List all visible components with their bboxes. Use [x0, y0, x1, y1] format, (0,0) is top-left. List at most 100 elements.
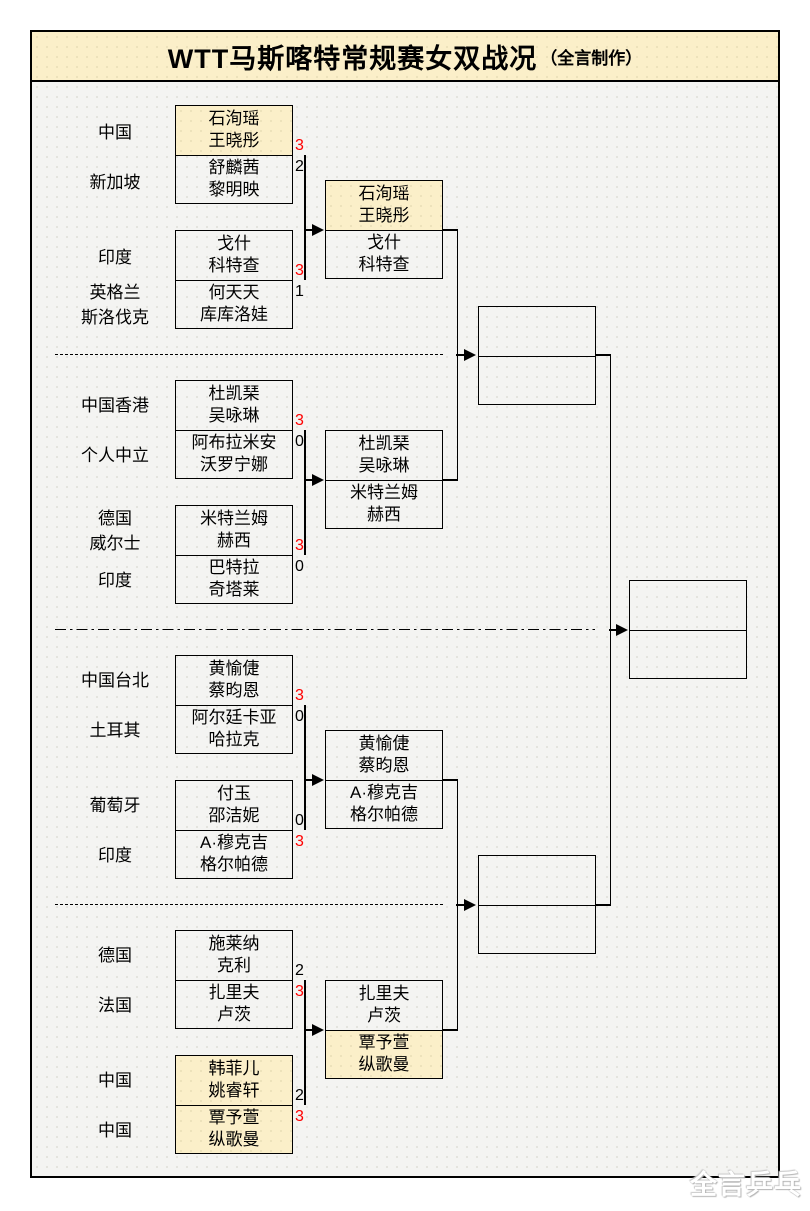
empty-cell [479, 904, 595, 954]
match-score: 3 [295, 983, 304, 1000]
country-label: 土耳其 [49, 718, 181, 743]
bracket-connector-line [596, 354, 611, 356]
player-name: 杜凯琹 [208, 384, 260, 404]
team-cell: 戈什科特查 [326, 229, 442, 279]
player-name: 赫西 [367, 505, 401, 525]
player-name: 何天天 [208, 283, 260, 303]
match-box: 付玉邵洁妮 A·穆克吉格尔帕德 [175, 780, 293, 879]
player-name: 赫西 [217, 531, 251, 551]
team-cell: 米特兰姆赫西 [176, 506, 292, 555]
team-cell: 覃予萱纵歌曼 [326, 1029, 442, 1078]
player-name: 石洵瑶 [208, 109, 260, 129]
player-name: 米特兰姆 [200, 509, 268, 529]
country-line: 印度 [98, 846, 132, 865]
match-score: 2 [295, 1087, 304, 1104]
bracket-connector-line [304, 980, 306, 1105]
half-divider-dashdot-line [55, 628, 595, 631]
team-cell: 米特兰姆赫西 [326, 479, 442, 529]
match-box: 韩菲儿姚睿轩 覃予萱纵歌曼 [175, 1055, 293, 1154]
country-label: 法国 [49, 993, 181, 1018]
bracket-connector-line [443, 229, 458, 231]
player-name: 科特查 [208, 256, 260, 276]
player-name: 黄愉倢 [208, 659, 260, 679]
player-name: 姚睿轩 [208, 1081, 260, 1101]
round2-box: 扎里夫卢茨 覃予萱纵歌曼 [325, 980, 443, 1079]
player-name: 韩菲儿 [208, 1059, 260, 1079]
bracket-connector-line [304, 479, 314, 481]
bracket-connector-line [304, 779, 314, 781]
semifinal-box [478, 855, 596, 954]
country-label: 中国香港 [49, 393, 181, 418]
player-name: 卢茨 [217, 1005, 251, 1025]
player-name: 王晓彤 [358, 206, 410, 226]
player-name: 付玉 [217, 784, 251, 804]
country-label: 德国 [49, 943, 181, 968]
country-label: 葡萄牙 [49, 793, 181, 818]
bracket-connector-line [443, 779, 458, 781]
player-name: 克利 [217, 956, 251, 976]
team-cell: 戈什科特查 [176, 231, 292, 280]
bracket-connector-line [304, 229, 314, 231]
empty-cell [630, 629, 746, 679]
match-score: 3 [295, 262, 304, 279]
country-line: 中国台北 [81, 671, 149, 690]
player-name: 黎明映 [208, 180, 260, 200]
player-name: 格尔帕德 [200, 855, 268, 875]
country-label: 英格兰斯洛伐克 [49, 280, 181, 330]
country-line: 新加坡 [89, 173, 141, 192]
player-name: 戈什 [217, 234, 251, 254]
country-line: 中国香港 [81, 396, 149, 415]
country-label: 印度 [49, 568, 181, 593]
player-name: 吴咏琳 [208, 406, 260, 426]
team-cell: 巴特拉奇塔莱 [176, 554, 292, 604]
player-name: 哈拉克 [208, 730, 260, 750]
player-name: 米特兰姆 [350, 483, 418, 503]
team-cell: 扎里夫卢茨 [176, 979, 292, 1029]
team-cell: 杜凯琹吴咏琳 [326, 431, 442, 480]
match-box: 杜凯琹吴咏琳 阿布拉米安沃罗宁娜 [175, 380, 293, 479]
team-cell: 施莱纳克利 [176, 931, 292, 980]
arrow-icon [312, 773, 324, 786]
match-score: 2 [295, 158, 304, 175]
team-cell: 何天天库库洛娃 [176, 279, 292, 329]
bracket-connector-line [609, 629, 618, 631]
page-title: WTT马斯喀特常规赛女双战况 [167, 43, 538, 74]
bracket-connector-line [443, 1029, 458, 1031]
player-name: 扎里夫 [358, 984, 410, 1004]
player-name: A·穆克吉 [200, 833, 268, 853]
player-name: 施莱纳 [208, 934, 260, 954]
country-line: 个人中立 [81, 446, 149, 465]
team-cell: 杜凯琹吴咏琳 [176, 381, 292, 430]
match-score: 3 [295, 412, 304, 429]
player-name: 格尔帕德 [350, 805, 418, 825]
team-cell: 阿尔廷卡亚哈拉克 [176, 704, 292, 754]
match-box: 米特兰姆赫西 巴特拉奇塔莱 [175, 505, 293, 604]
country-line: 德国 [98, 509, 132, 528]
team-cell: 舒麟茜黎明映 [176, 154, 292, 204]
bracket-connector-line [443, 479, 458, 481]
player-name: 杜凯琹 [358, 434, 410, 454]
player-name: 邵洁妮 [208, 806, 260, 826]
arrow-icon [312, 473, 324, 486]
bracket-connector-line [596, 904, 611, 906]
team-cell: 黄愉倢蔡昀恩 [176, 656, 292, 705]
match-score: 0 [295, 812, 304, 829]
country-label: 中国 [49, 1118, 181, 1143]
player-name: 石洵瑶 [358, 184, 410, 204]
title-credit: （全言制作） [540, 48, 643, 68]
player-name: 阿布拉米安 [191, 433, 277, 453]
player-name: 舒麟茜 [208, 158, 260, 178]
player-name: 沃罗宁娜 [200, 455, 268, 475]
empty-cell [479, 307, 595, 356]
player-name: 纵歌曼 [208, 1130, 260, 1150]
match-score: 3 [295, 1108, 304, 1125]
team-cell: 阿布拉米安沃罗宁娜 [176, 429, 292, 479]
bracket-connector-line [456, 904, 466, 906]
team-cell: A·穆克吉格尔帕德 [326, 779, 442, 829]
player-name: 巴特拉 [208, 558, 260, 578]
arrow-icon [312, 223, 324, 236]
bracket-connector-line [304, 705, 306, 830]
country-label: 个人中立 [49, 443, 181, 468]
empty-cell [479, 856, 595, 905]
